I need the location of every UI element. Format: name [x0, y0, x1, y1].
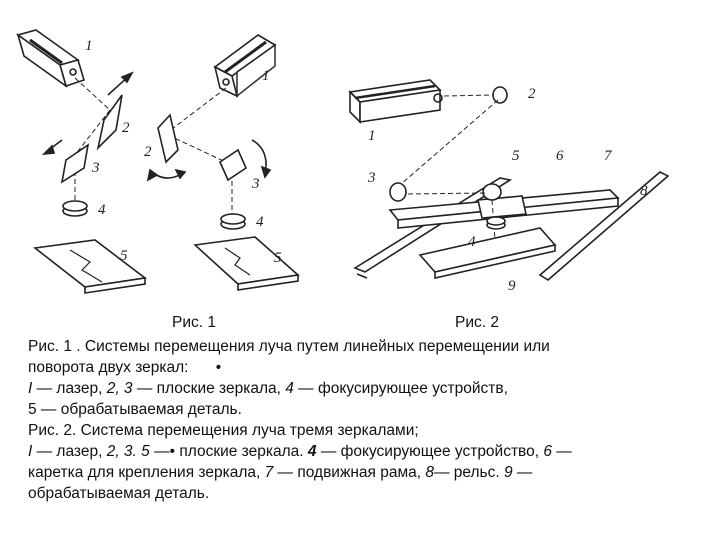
label-fig2b-focus: 4: [468, 234, 476, 250]
label-fig1-mirror2: 2: [122, 120, 130, 136]
desc-line-3-d: — плоские зеркала,: [132, 380, 286, 397]
figure-1-caption: Рис. 1: [172, 314, 216, 331]
desc-line-6-c: 2, 3. 5: [106, 443, 150, 460]
label-fig2b-frame: 7: [604, 148, 613, 164]
figure-number-labels: 1 2 3 4 5 2 1 3 4 5 1 2 3 5 6 7 8 4 9: [85, 38, 648, 294]
desc-line-6-a: I: [28, 443, 33, 460]
desc-line-3-a: I: [28, 380, 33, 397]
desc-line-6-h: —: [551, 443, 572, 460]
label-fig2b-carriage: 6: [556, 148, 564, 164]
desc-line-7-g: —: [512, 464, 533, 481]
caption-description: Рис. 1 . Системы перемещения луча путем …: [28, 336, 708, 504]
label-fig2b-mirror5: 5: [512, 148, 520, 164]
desc-line-1: Рис. 1 . Системы перемещения луча путем …: [28, 338, 550, 355]
desc-line-2-dot: •: [215, 359, 222, 376]
desc-line-7-b: 7: [264, 464, 274, 481]
desc-line-3-c: 2, 3: [106, 380, 133, 397]
figure-drawing: 1 2 3 4 5 2 1 3 4 5 1 2 3 5 6 7 8 4 9: [16, 29, 670, 294]
label-fig1-workpiece: 5: [120, 248, 128, 264]
label-fig2b-rail: 8: [640, 183, 648, 199]
desc-line-5: Рис. 2. Система перемещения луча тремя з…: [28, 422, 419, 439]
label-fig2a-laser: 1: [262, 68, 270, 84]
label-fig1-focus: 4: [98, 202, 106, 218]
desc-line-6-e: 4: [307, 443, 317, 460]
desc-line-7-f: 9: [503, 464, 513, 481]
label-fig2a-mirror2: 2: [144, 144, 152, 160]
desc-line-6-d: —• плоские зеркала.: [149, 443, 308, 460]
laser-1-drawing: [16, 29, 85, 88]
desc-line-7-a: каретка для крепления зеркала,: [28, 464, 265, 481]
technical-figure: 1 2 3 4 5 2 1 3 4 5 1 2 3 5 6 7 8 4 9: [16, 29, 670, 294]
mirror-2-drawing: [96, 94, 123, 151]
desc-line-2-text: поворота двух зеркал:: [28, 359, 189, 376]
label-fig2a-mirror3: 3: [251, 176, 260, 192]
desc-line-6: I — лазер, 2, 3. 5 —• плоские зеркала. 4…: [28, 441, 708, 462]
desc-line-7: каретка для крепления зеркала, 7 — подви…: [28, 462, 708, 483]
label-fig2a-workpiece: 5: [274, 250, 282, 266]
label-fig2a-focus: 4: [256, 214, 264, 230]
label-fig2b-workpiece: 9: [508, 278, 516, 294]
desc-line-8: обрабатываемая деталь.: [28, 485, 210, 502]
desc-line-4: 5 — обрабатываемая деталь.: [28, 401, 242, 418]
desc-line-2: поворота двух зеркал: •: [28, 357, 708, 378]
desc-line-6-b: — лазер,: [32, 443, 107, 460]
label-fig2b-laser: 1: [368, 128, 376, 144]
figure-2-caption: Рис. 2: [455, 314, 499, 331]
desc-line-7-e: — рельс.: [433, 464, 504, 481]
label-fig2b-mirror3: 3: [367, 170, 376, 186]
desc-line-7-d: 8: [425, 464, 434, 481]
label-fig1-laser: 1: [85, 38, 93, 54]
desc-line-3-b: — лазер,: [32, 380, 107, 397]
desc-line-6-f: — фокусирующее устройство,: [316, 443, 544, 460]
label-fig2b-mirror2: 2: [528, 86, 536, 102]
desc-line-6-g: 6: [543, 443, 552, 460]
desc-line-3-f: — фокусирующее устройств,: [293, 380, 508, 397]
desc-line-3-e: 4: [285, 380, 294, 397]
desc-line-7-c: — подвижная рама,: [273, 464, 426, 481]
desc-line-3: I — лазер, 2, 3 — плоские зеркала, 4 — ф…: [28, 378, 708, 399]
label-fig1-mirror3: 3: [91, 160, 100, 176]
